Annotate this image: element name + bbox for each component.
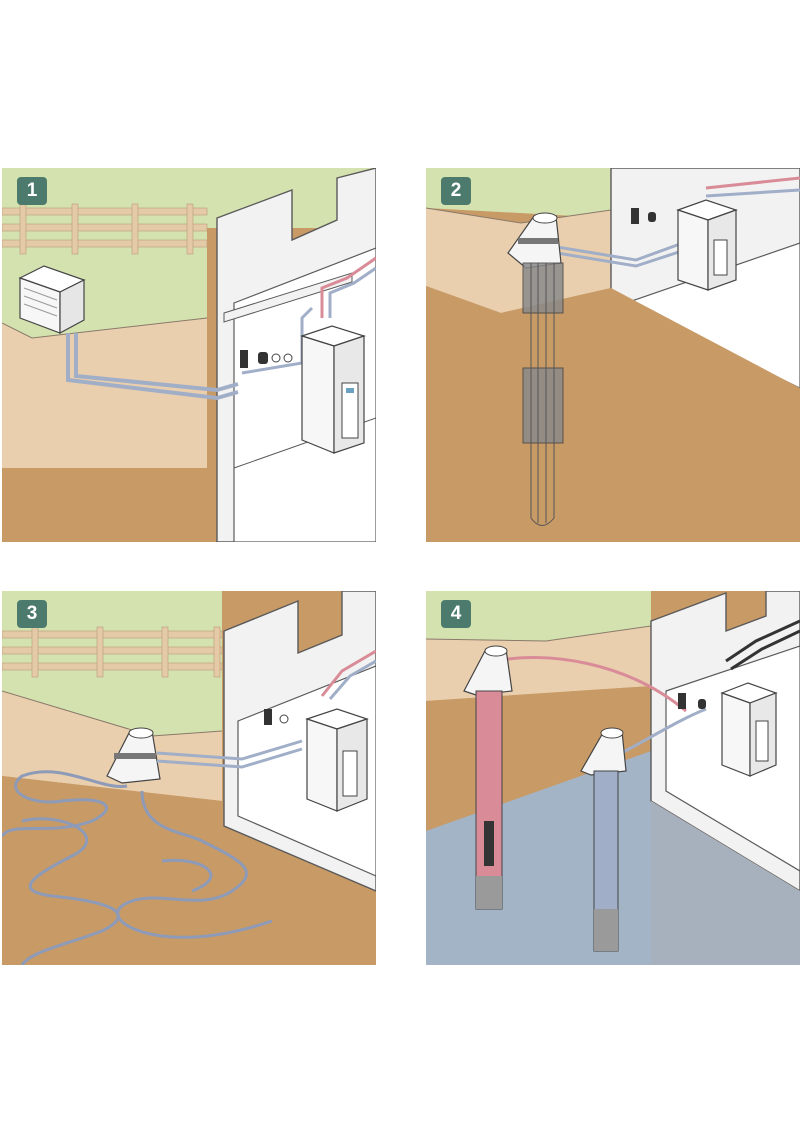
panel-number-badge: 4 <box>441 600 471 628</box>
fence-icon <box>2 203 208 255</box>
supply-well-icon <box>463 645 513 910</box>
panel-number-badge: 1 <box>17 177 47 205</box>
indoor-unit-icon <box>676 199 738 291</box>
panel-horizontal-loop: 3 <box>2 591 376 965</box>
panel-groundwater-wells: 4 <box>426 591 800 965</box>
indoor-unit-icon <box>300 325 366 454</box>
vertical-borehole-illustration <box>426 168 800 542</box>
horizontal-loop-illustration <box>2 591 376 965</box>
air-source-heat-pump-illustration <box>2 168 376 542</box>
fence-icon <box>2 626 223 678</box>
manifold-chamber-icon <box>106 727 161 784</box>
panel-number-badge: 3 <box>17 600 47 628</box>
outdoor-unit-icon <box>18 265 86 335</box>
groundwater-wells-illustration <box>426 591 800 965</box>
indoor-unit-icon <box>305 708 369 812</box>
panel-number-badge: 2 <box>441 177 471 205</box>
return-well-icon <box>580 727 627 952</box>
panel-vertical-borehole: 2 <box>426 168 800 542</box>
borehole-collector-icon <box>522 262 564 526</box>
panel-air-source: 1 <box>2 168 376 542</box>
indoor-unit-icon <box>720 682 778 777</box>
ground-loop-coil-icon <box>2 770 273 965</box>
